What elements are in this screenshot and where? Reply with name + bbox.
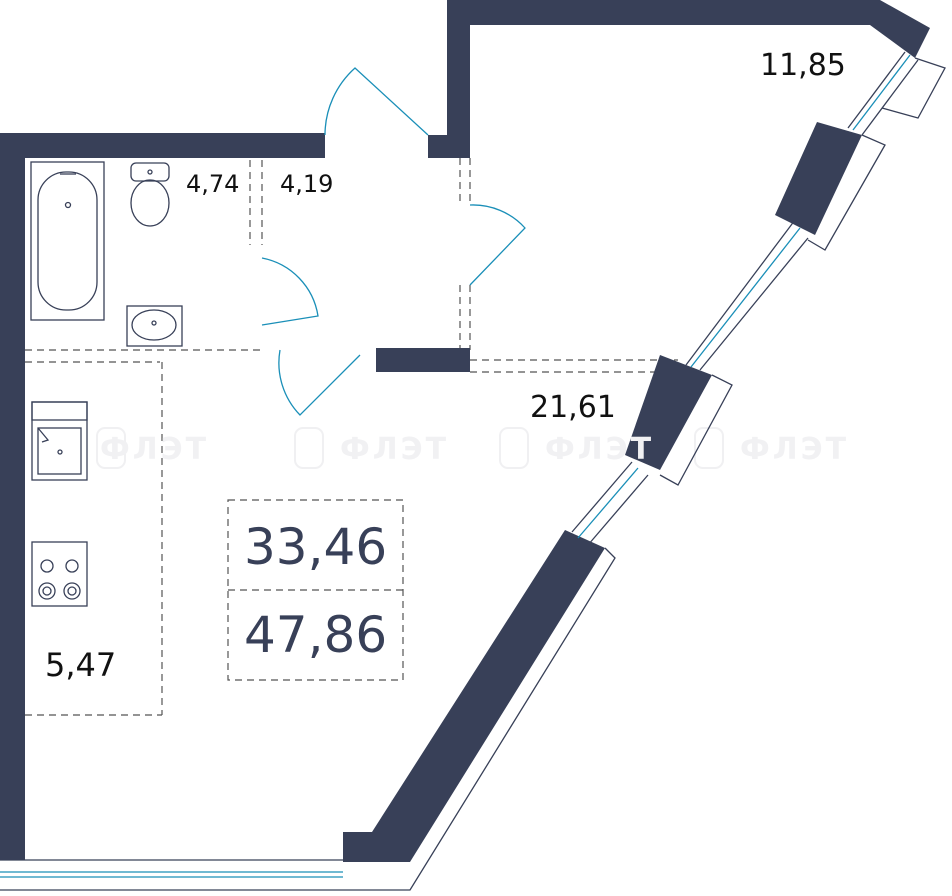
zone-dividers	[25, 158, 678, 716]
watermark: ФЛЭТ	[100, 432, 210, 467]
hallway-area-label: 4,19	[280, 170, 334, 198]
watermark: ФЛЭТ	[740, 432, 850, 467]
kitchen-sink-icon	[31, 401, 88, 481]
total-area: 47,86	[244, 606, 388, 664]
watermarks	[96, 427, 724, 469]
window-glass	[0, 54, 911, 878]
kitchen-area-label: 5,47	[45, 646, 117, 684]
watermark: ФЛЭТ	[545, 432, 655, 467]
living-area-total: 33,46	[244, 518, 388, 576]
stove-icon	[31, 541, 88, 607]
bathroom-area-label: 4,74	[186, 170, 240, 198]
loggia-area-label: 11,85	[760, 48, 846, 83]
bathroom-sink-icon	[126, 305, 183, 347]
window-frames	[0, 51, 946, 891]
bathtub-icon	[30, 161, 105, 321]
walls	[0, 0, 930, 862]
doors	[261, 67, 526, 416]
toilet-icon	[130, 162, 170, 227]
watermark: ФЛЭТ	[340, 432, 450, 467]
living-room-area-label: 21,61	[530, 390, 616, 425]
